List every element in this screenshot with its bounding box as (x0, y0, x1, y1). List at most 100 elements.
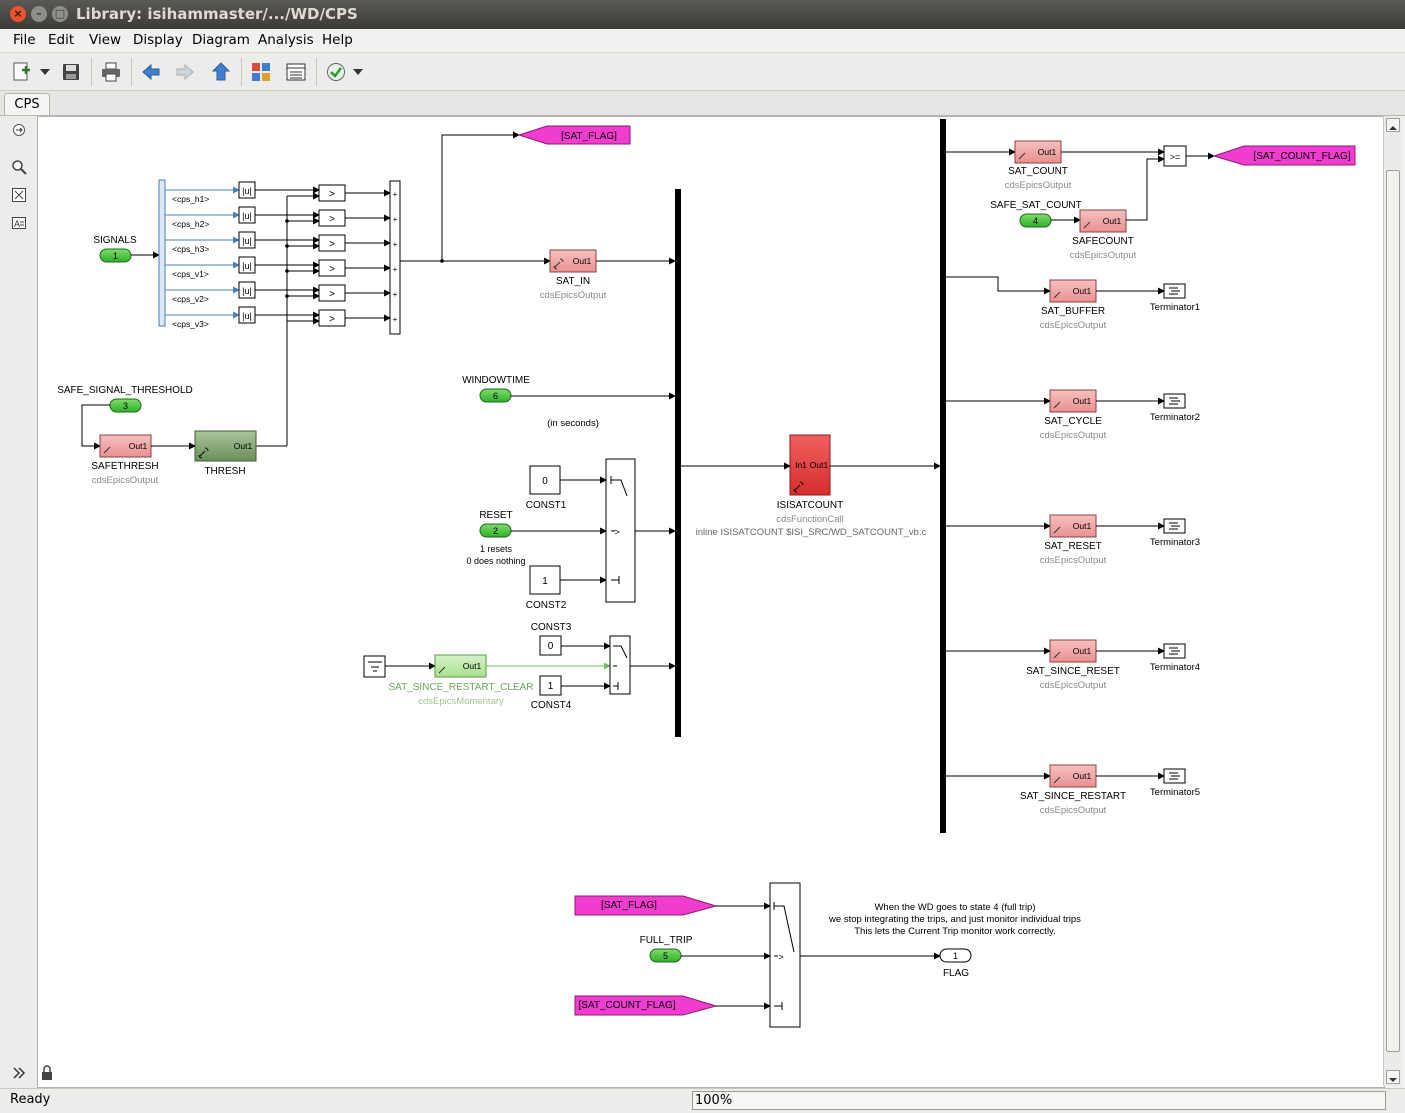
bus-selector-block[interactable] (158, 179, 166, 327)
abs-block[interactable]: |u| (238, 206, 256, 224)
hide-show-browser-icon[interactable] (10, 121, 28, 139)
terminator2-block[interactable]: Terminator2 (1150, 393, 1200, 423)
safethresh-block[interactable]: Out1 SAFETHRESH cdsEpicsOutput (91, 434, 159, 486)
bus-signal-label: <cps_h2> (172, 219, 209, 229)
abs-block[interactable]: |u| (238, 306, 256, 324)
safecount-block[interactable]: Out1 SAFECOUNT cdsEpicsOutput (1070, 209, 1137, 261)
abs-block[interactable]: |u| (238, 256, 256, 274)
sat-count-flag-goto-tag[interactable]: [SAT_COUNT_FLAG] (1212, 145, 1356, 166)
svg-text:[SAT_COUNT_FLAG]: [SAT_COUNT_FLAG] (578, 1000, 675, 1011)
svg-text:Out1: Out1 (463, 661, 482, 671)
abs-block[interactable]: |u| (238, 231, 256, 249)
safe-sat-count-inport[interactable]: 4 (1019, 213, 1052, 228)
gt-block[interactable]: > (318, 234, 346, 252)
vertical-scrollbar[interactable] (1383, 116, 1401, 1086)
left-tool-strip: A (0, 116, 37, 1088)
mux-bar[interactable] (675, 189, 681, 737)
terminator3-block[interactable]: Terminator3 (1150, 518, 1200, 548)
sat-since-restart-clear-block[interactable]: Out1 SAT_SINCE_RESTART_CLEAR cdsEpicsMom… (388, 654, 534, 707)
sat-since-restart-block[interactable]: Out1 SAT_SINCE_RESTART cdsEpicsOutput (1020, 764, 1126, 816)
diagram-canvas[interactable]: 1 SIGNALS <cps_h1> <cps_h2> <cps_h3> <cp… (37, 116, 1385, 1088)
model-advisor-check-icon[interactable] (323, 59, 349, 85)
restart-switch-block[interactable] (609, 635, 631, 695)
svg-text:Out1: Out1 (234, 441, 253, 451)
gt-block[interactable]: > (318, 209, 346, 227)
sat-in-block[interactable]: Out1 SAT_IN cdsEpicsOutput (540, 249, 607, 301)
seconds-note: (in seconds) (547, 418, 599, 429)
thresh-block[interactable]: Out1 THRESH (194, 430, 257, 477)
terminator4-block[interactable]: Terminator4 (1150, 643, 1200, 673)
tab-cps[interactable]: CPS (4, 93, 50, 115)
sat-flag-goto-tag[interactable]: [SAT_FLAG] (517, 125, 631, 145)
const2-block[interactable]: 1 CONST2 (526, 565, 567, 611)
ge-compare-block[interactable]: >= (1163, 145, 1187, 167)
from-sat-count-flag-tag[interactable]: [SAT_COUNT_FLAG] (574, 995, 718, 1016)
const1-block[interactable]: 0 CONST1 (526, 465, 567, 511)
abs-block[interactable]: |u| (238, 181, 256, 199)
svg-text:0: 0 (542, 476, 548, 487)
new-dropdown-chevron-down-icon[interactable] (38, 59, 52, 85)
isisatcount-block[interactable]: In1 Out1 ISISATCOUNT cdsFunctionCall inl… (696, 434, 927, 538)
flag-switch-block[interactable]: > (769, 882, 801, 1028)
windowtime-inport[interactable]: 6 (479, 388, 512, 403)
advisor-dropdown-chevron-down-icon[interactable] (351, 59, 365, 85)
gt-block[interactable]: > (318, 184, 346, 202)
svg-text:1: 1 (953, 951, 958, 961)
full-trip-inport[interactable]: 5 (649, 948, 682, 963)
new-model-icon[interactable] (9, 59, 35, 85)
abs-block[interactable]: |u| (238, 281, 256, 299)
svg-text:|u|: |u| (242, 236, 252, 246)
menu-display[interactable]: Display (133, 32, 183, 48)
annotation-icon[interactable]: A (10, 214, 28, 232)
status-text: Ready (10, 1092, 51, 1107)
svg-text:Terminator2: Terminator2 (1150, 412, 1200, 423)
menu-view[interactable]: View (89, 32, 122, 48)
scroll-up-arrow-icon[interactable] (1386, 118, 1400, 132)
safe-signal-threshold-inport[interactable]: 3 (109, 398, 142, 413)
bus-row-4: <cps_v1> (165, 261, 240, 279)
back-arrow-icon[interactable] (138, 59, 164, 85)
scroll-down-arrow-icon[interactable] (1386, 1070, 1400, 1084)
svg-text:SAT_SINCE_RESET: SAT_SINCE_RESET (1026, 666, 1120, 677)
menu-diagram[interactable]: Diagram (192, 32, 250, 48)
sat-reset-block[interactable]: Out1 SAT_RESET cdsEpicsOutput (1040, 514, 1107, 566)
reset-label: RESET (479, 510, 512, 521)
sat-buffer-block[interactable]: Out1 SAT_BUFFER cdsEpicsOutput (1040, 279, 1107, 331)
ground-source-icon[interactable] (363, 655, 386, 678)
terminator5-block[interactable]: Terminator5 (1150, 768, 1200, 798)
minimize-window-button[interactable]: – (31, 6, 47, 22)
save-icon[interactable] (58, 59, 84, 85)
menu-analysis[interactable]: Analysis (258, 32, 314, 48)
gt-block[interactable]: > (318, 309, 346, 327)
up-arrow-icon[interactable] (208, 59, 234, 85)
forward-arrow-icon[interactable] (172, 59, 198, 85)
reset-inport[interactable]: 2 (479, 523, 512, 538)
zoom-icon[interactable] (10, 158, 28, 176)
const4-block[interactable]: 1 CONST4 (531, 675, 572, 711)
demux-bar[interactable] (940, 119, 946, 833)
lock-icon[interactable] (42, 1065, 52, 1080)
sat-since-reset-block[interactable]: Out1 SAT_SINCE_RESET cdsEpicsOutput (1026, 639, 1120, 691)
scroll-thumb[interactable] (1386, 170, 1400, 1052)
sat-cycle-block[interactable]: Out1 SAT_CYCLE cdsEpicsOutput (1040, 389, 1107, 441)
gt-block[interactable]: > (318, 259, 346, 277)
menu-help[interactable]: Help (322, 32, 353, 48)
fit-to-view-icon[interactable] (10, 186, 28, 204)
maximize-window-button[interactable]: □ (52, 6, 68, 22)
terminator1-block[interactable]: Terminator1 (1150, 283, 1200, 313)
menu-file[interactable]: File (13, 32, 36, 48)
menu-edit[interactable]: Edit (48, 32, 75, 48)
from-sat-flag-tag[interactable]: [SAT_FLAG] (574, 895, 718, 916)
model-explorer-icon[interactable] (283, 59, 309, 85)
print-icon[interactable] (98, 59, 124, 85)
sum-block[interactable]: + + + + + + (389, 180, 401, 335)
gt-block[interactable]: > (318, 284, 346, 302)
flag-outport[interactable]: 1 FLAG (939, 948, 972, 979)
expand-double-chevron-icon[interactable] (10, 1064, 28, 1082)
const3-block[interactable]: 0 (539, 635, 562, 656)
library-browser-icon[interactable] (248, 59, 274, 85)
sat-count-block[interactable]: Out1 SAT_COUNT cdsEpicsOutput (1005, 140, 1072, 191)
reset-switch-block[interactable]: > (605, 458, 636, 603)
signals-inport[interactable]: 1 (99, 248, 132, 263)
close-window-button[interactable]: × (10, 6, 26, 22)
